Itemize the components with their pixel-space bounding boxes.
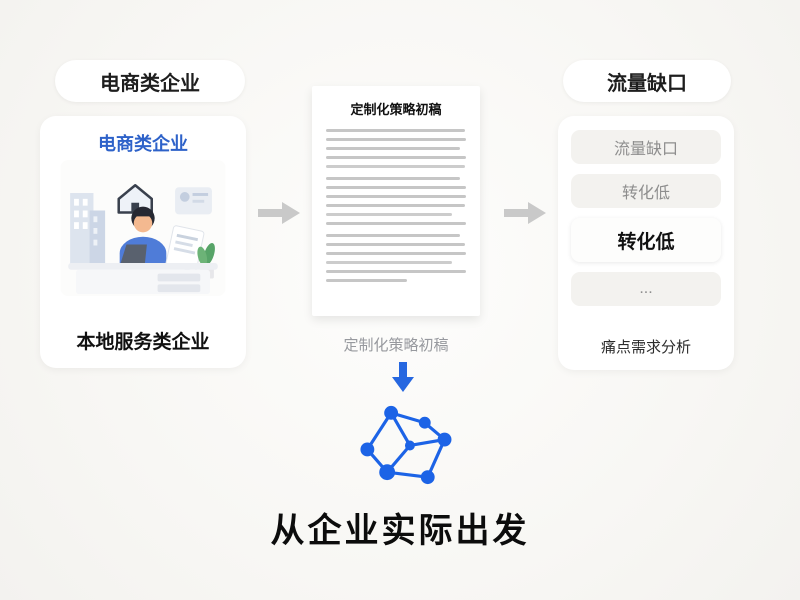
pain-point-item-highlighted: 转化低 (571, 218, 721, 262)
pain-point-item-ellipsis: ... (571, 272, 721, 306)
doc-text-line (326, 234, 461, 237)
pain-point-item: 转化低 (571, 174, 721, 208)
doc-text-line (326, 279, 408, 282)
pain-point-label: ... (639, 280, 653, 297)
doc-text-line (326, 138, 466, 141)
network-graph-icon (360, 405, 452, 485)
doc-text-line (326, 186, 466, 189)
arrow-right-icon (258, 202, 300, 224)
pain-points-list: 流量缺口 转化低 转化低 ... (558, 116, 734, 306)
doc-text-line (326, 213, 452, 216)
strategy-document-title: 定制化策略初稿 (350, 102, 442, 117)
pain-points-card-footer: 痛点需求分析 (600, 339, 691, 356)
doc-text-line (326, 252, 466, 255)
pain-points-card: 流量缺口 转化低 转化低 ... 痛点需求分析 (558, 116, 734, 370)
pain-point-label: 转化低 (621, 185, 670, 202)
doc-text-line (326, 222, 466, 225)
doc-text-line (326, 165, 465, 168)
arrow-right-icon (504, 202, 546, 224)
workspace-illustration (60, 160, 226, 296)
pain-point-label: 流量缺口 (613, 141, 678, 158)
badge-ecommerce: 电商类企业 (55, 60, 245, 102)
enterprise-card-title: 电商类企业 (98, 134, 188, 154)
doc-text-line (326, 177, 461, 180)
doc-text-line (326, 243, 465, 246)
doc-text-line (326, 261, 452, 264)
enterprise-card-footer: 本地服务类企业 (76, 332, 210, 353)
strategy-document: 定制化策略初稿 (312, 86, 480, 316)
badge-traffic-gap: 流量缺口 (563, 60, 731, 102)
doc-text-line (326, 204, 465, 207)
strategy-document-caption: 定制化策略初稿 (343, 337, 449, 354)
pain-point-item: 流量缺口 (571, 130, 721, 164)
enterprise-card: 电商类企业 (40, 116, 246, 368)
doc-text-line (326, 270, 466, 273)
doc-text-line (326, 129, 465, 132)
house-icon (117, 183, 154, 214)
arrow-down-icon (392, 362, 414, 392)
doc-text-line (326, 156, 466, 159)
doc-text-line (326, 147, 461, 150)
pain-point-label: 转化低 (617, 231, 675, 253)
strategy-document-body (312, 118, 480, 282)
badge-traffic-gap-label: 流量缺口 (607, 72, 687, 95)
page-title: 从企业实际出发 (270, 512, 530, 550)
badge-ecommerce-label: 电商类企业 (100, 72, 200, 95)
doc-text-line (326, 195, 466, 198)
